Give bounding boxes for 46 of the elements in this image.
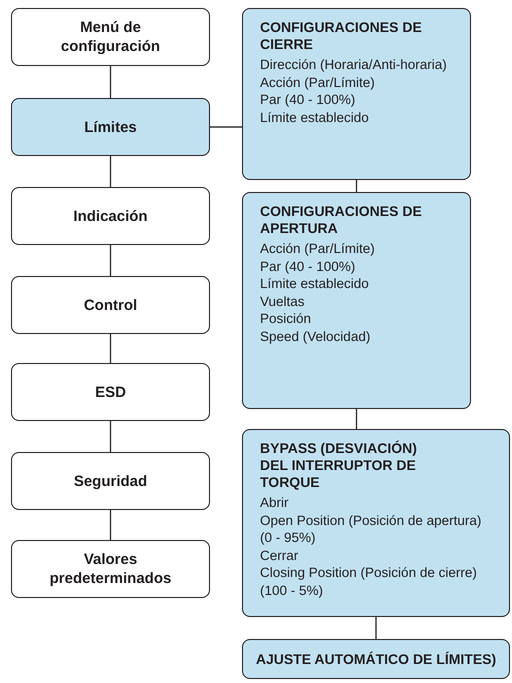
box-title: CONFIGURACIONES DE APERTURA	[260, 203, 423, 237]
box-title: BYPASS (DESVIACIÓN) DEL INTERRUPTOR DE TORQUE	[260, 440, 418, 491]
setting-item: Dirección (Horaria/Anti-horaria)	[260, 56, 448, 74]
box-title: CONFIGURACIONES DE CIERRE	[260, 19, 423, 53]
connector-line	[110, 334, 112, 363]
connector-line	[110, 66, 112, 98]
setting-item: Speed (Velocidad)	[260, 328, 372, 345]
setting-item: Par (40 - 100%)	[260, 258, 356, 275]
connector-line	[210, 126, 242, 128]
box-title: Control	[84, 296, 138, 314]
connector-line	[110, 245, 112, 276]
setting-item: Posición	[260, 310, 312, 328]
box-title: ESD	[95, 382, 126, 402]
menu-box	[11, 98, 210, 156]
connector-line	[110, 156, 112, 187]
connector-line	[110, 510, 112, 540]
setting-item: Vueltas	[260, 292, 306, 310]
setting-item: Closing Position (Posición de cierre) (100 - 5%)	[260, 564, 478, 599]
connector-line	[375, 617, 377, 639]
setting-item: Límite establecido	[260, 275, 370, 292]
detail-box	[242, 429, 510, 617]
connector-line	[110, 421, 112, 452]
detail-box	[242, 8, 471, 180]
menu-box	[11, 187, 210, 245]
setting-item: Acción (Par/Límite)	[260, 74, 376, 91]
menu-box	[11, 8, 210, 66]
menu-box	[11, 363, 210, 421]
box-title: Límites	[84, 118, 137, 136]
box-title: Menú de configuración	[60, 18, 162, 56]
setting-item: Abrir	[260, 494, 290, 512]
setting-item: Par (40 - 100%)	[260, 91, 356, 108]
detail-box	[242, 192, 471, 409]
box-title: Seguridad	[74, 472, 148, 490]
connector-line	[356, 180, 358, 192]
box-title: AJUSTE AUTOMÁTICO DE LÍMITES)	[256, 650, 496, 668]
box-title: Indicación	[73, 206, 148, 226]
setting-item: Open Position (Posición de apertura) (0 - 95%)	[260, 512, 482, 546]
box-title: Valores predeterminados	[48, 550, 172, 588]
connector-line	[356, 409, 358, 429]
menu-box	[11, 276, 210, 334]
detail-box	[242, 639, 510, 679]
setting-item: Límite establecido	[260, 108, 370, 126]
menu-box	[11, 540, 210, 598]
setting-item: Acción (Par/Límite)	[260, 240, 376, 258]
menu-box	[11, 452, 210, 510]
setting-item: Cerrar	[260, 546, 300, 564]
